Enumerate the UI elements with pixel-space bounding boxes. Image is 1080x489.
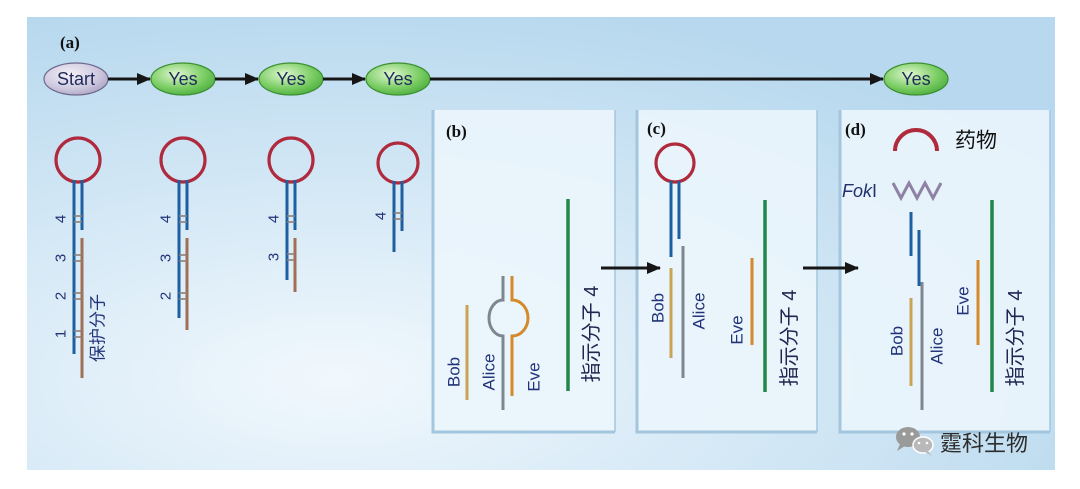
segment-number: 4 <box>53 215 70 223</box>
base-pair-rungs <box>287 215 295 261</box>
segment-number: 1 <box>53 330 70 338</box>
alice-label: Alice <box>480 354 499 391</box>
panel-c-background <box>637 110 817 432</box>
panel-c-label: (c) <box>647 119 666 138</box>
base-pair-rungs <box>179 215 187 300</box>
hairpin-loop <box>267 136 315 184</box>
segment-number: 4 <box>266 215 283 223</box>
segment-number: 3 <box>266 253 283 261</box>
yes-node-4 <box>883 62 949 96</box>
drug-arc <box>893 128 939 152</box>
indicator-label: 指示分子 4 <box>580 286 603 383</box>
yes-node-label: Yes <box>383 69 412 89</box>
panel-d-background <box>840 110 1050 432</box>
hairpin-4: 4 <box>373 141 420 252</box>
panel-b-edge <box>431 110 615 434</box>
watermark: 霆科生物 <box>896 427 1028 456</box>
bob-label: Bob <box>445 357 464 387</box>
hairpin-loop <box>376 141 420 185</box>
start-node-label: Start <box>57 69 95 89</box>
segment-number: 2 <box>158 292 175 300</box>
base-pair-rungs <box>394 212 402 220</box>
eve-strand <box>510 276 530 396</box>
hairpin-loop <box>54 136 102 184</box>
panel-d-edge <box>838 110 1050 434</box>
alice-strand <box>487 276 505 410</box>
hairpin-3: 4 3 <box>266 136 315 292</box>
segment-number: 4 <box>373 212 390 220</box>
wechat-icon <box>896 427 934 456</box>
enzyme-suffix: I <box>872 181 877 201</box>
hairpin-loop <box>654 142 696 184</box>
panel-d: (d) 药物 FokI Bob Alice Eve 指示分子 4 <box>838 110 1051 434</box>
panel-b-label: (b) <box>446 122 467 141</box>
panel-b-background <box>433 110 615 432</box>
yes-node-label: Yes <box>901 69 930 89</box>
segment-number: 3 <box>158 254 175 262</box>
eve-label: Eve <box>525 362 544 391</box>
panel-d-label: (d) <box>845 120 866 139</box>
segment-number: 2 <box>53 292 70 300</box>
base-pair-rungs <box>74 215 82 338</box>
logic-flow: Start Yes Yes Yes Yes <box>43 62 949 96</box>
yes-node-label: Yes <box>276 69 305 89</box>
segment-number: 3 <box>53 254 70 262</box>
alice-label: Alice <box>690 293 709 330</box>
protector-label: 保护分子 <box>89 294 108 362</box>
drug-label: 药物 <box>955 130 997 153</box>
enzyme-name: Fok <box>842 181 873 201</box>
indicator-label: 指示分子 4 <box>1004 290 1027 387</box>
panel-a-label: (a) <box>60 33 80 52</box>
bob-label: Bob <box>649 293 668 323</box>
hairpin-loop <box>159 136 207 184</box>
alice-label: Alice <box>928 328 947 365</box>
watermark-text: 霆科生物 <box>940 431 1028 456</box>
indicator-label: 指示分子 4 <box>778 290 801 387</box>
bob-label: Bob <box>888 326 907 356</box>
eve-label: Eve <box>728 315 747 344</box>
hairpin-1: 4 3 2 1 保护分子 <box>53 136 108 378</box>
foki-enzyme-zigzag <box>891 179 943 202</box>
segment-number: 4 <box>158 215 175 223</box>
panel-b: (b) Bob Alice Eve 指示分子 4 <box>431 110 616 434</box>
panel-c-edge <box>635 110 817 434</box>
eve-label: Eve <box>954 286 973 315</box>
enzyme-label: FokI <box>842 181 877 201</box>
panel-a: (a) Start Yes Yes Yes Yes <box>43 33 949 378</box>
hairpin-2: 4 3 2 <box>158 136 207 330</box>
panel-c: (c) Bob Alice Eve 指示分子 4 <box>635 110 818 434</box>
yes-node-label: Yes <box>168 69 197 89</box>
